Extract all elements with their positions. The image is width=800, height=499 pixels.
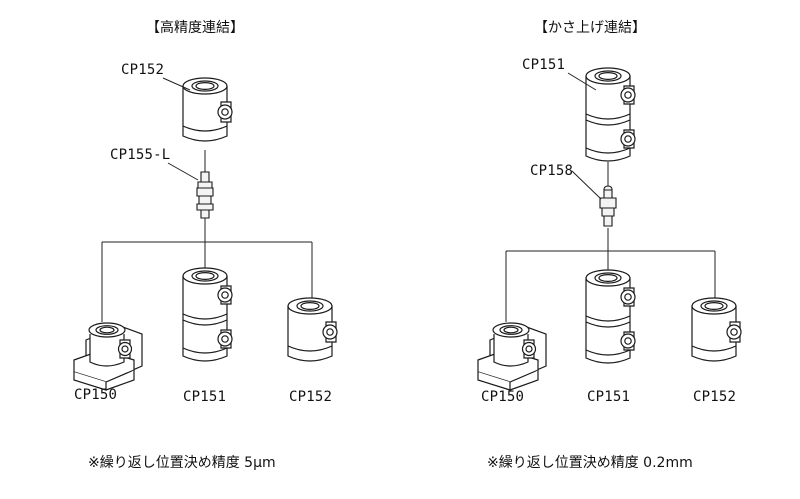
left-pin-leader [167, 162, 199, 181]
right-bottom-label-1: CP150 [481, 389, 525, 405]
left-bottom-label-2: CP151 [183, 389, 227, 405]
right-bottom-label-3: CP152 [693, 389, 737, 405]
left-bottom-label-1: CP150 [74, 387, 118, 403]
right-connector-pin-icon [599, 185, 617, 227]
right-title: 【かさ上げ連結】 [534, 20, 646, 36]
right-precision-note: ※繰り返し位置決め精度 0.2mm [487, 455, 693, 471]
right-top-block-icon [585, 67, 636, 162]
right-top-part-label: CP151 [522, 57, 566, 73]
left-cp152-block-icon [287, 297, 338, 362]
right-connector-label: CP158 [530, 163, 574, 179]
left-top-part-label: CP152 [121, 62, 165, 78]
right-bottom-label-2: CP151 [587, 389, 631, 405]
right-pin-leader [571, 170, 602, 200]
left-connector-label: CP155-L [110, 147, 171, 163]
left-top-block-icon [182, 77, 233, 142]
left-connector-pin-icon [196, 171, 214, 219]
left-assembly [73, 77, 338, 391]
left-cp150-block-icon [73, 322, 143, 391]
left-top-leader [162, 77, 191, 91]
right-assembly [477, 67, 742, 391]
right-cp150-block-icon [477, 322, 547, 391]
left-bottom-label-3: CP152 [289, 389, 333, 405]
left-cp151-block-icon [182, 267, 233, 362]
right-cp151-block-icon [585, 269, 636, 364]
left-title: 【高精度連結】 [146, 20, 244, 36]
left-precision-note: ※繰り返し位置決め精度 5μm [88, 455, 276, 471]
right-cp152-block-icon [691, 297, 742, 362]
right-top-leader [567, 72, 597, 91]
